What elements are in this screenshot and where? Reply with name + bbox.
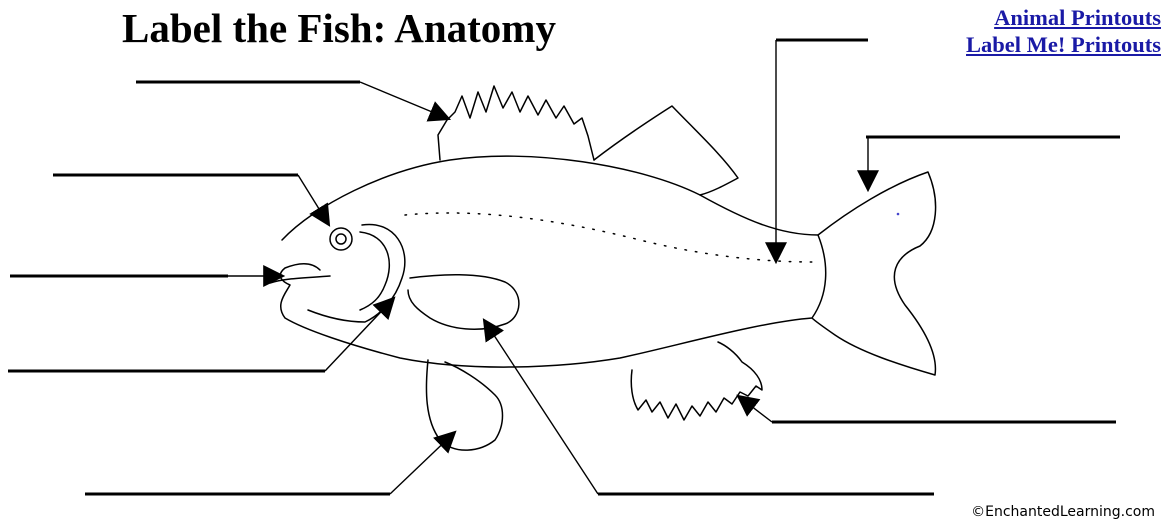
fish-dorsal-fin-spiny (438, 86, 594, 160)
label-blank-lateral-line (776, 40, 868, 262)
fish-illustration (270, 86, 936, 450)
label-blank-anal-fin (738, 396, 1116, 422)
fish-anal-fin (631, 342, 762, 420)
label-blank-pelvic-fin (85, 432, 455, 494)
fish-pectoral-fin (408, 275, 519, 330)
fish-eye-inner (336, 234, 346, 244)
fish-tail-dot (897, 213, 900, 216)
fish-pelvic-fin (426, 360, 502, 450)
fish-eye-outer (330, 228, 352, 250)
fish-mouth (270, 276, 330, 283)
label-blank-eye (53, 175, 329, 225)
fish-gill-cover (308, 224, 405, 322)
copyright-text: ©EnchantedLearning.com (971, 504, 1155, 520)
label-blank-dorsal-fin (136, 82, 449, 119)
fish-body-outline (280, 156, 825, 367)
fish-gill-inner (360, 232, 389, 310)
label-blank-pectoral-fin (484, 320, 934, 494)
label-blank-gill-cover (8, 298, 394, 371)
fish-caudal-fin (812, 172, 936, 375)
